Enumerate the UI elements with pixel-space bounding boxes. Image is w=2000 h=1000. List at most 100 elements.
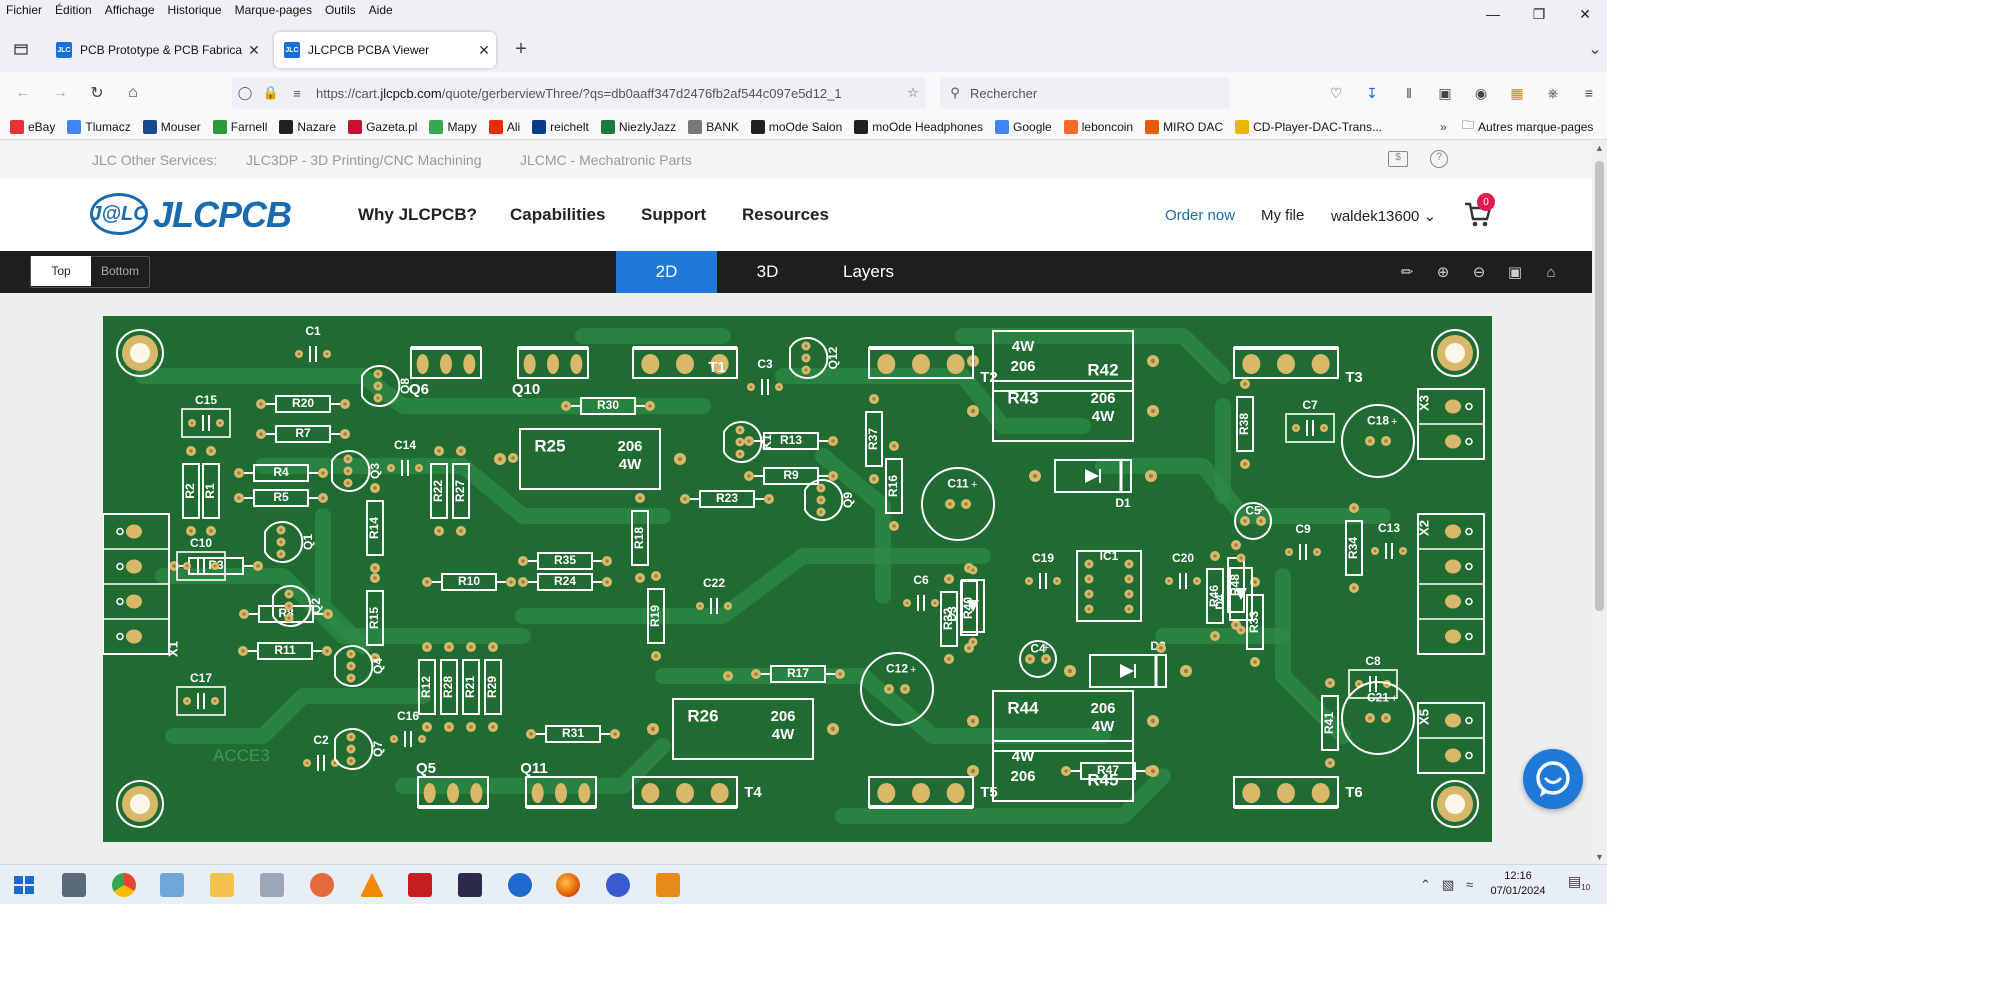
bookmark-item[interactable]: Farnell: [212, 119, 267, 134]
transistor-q2[interactable]: Q2: [272, 585, 323, 627]
bookmark-item[interactable]: MIRO DAC: [1145, 119, 1223, 134]
menu-outils[interactable]: Outils: [324, 3, 356, 17]
transistor-q7[interactable]: Q7: [334, 728, 385, 770]
menu-fichier[interactable]: Fichier: [6, 3, 43, 17]
transistor-q9[interactable]: Q9: [804, 479, 855, 521]
french-flag-icon[interactable]: [1468, 152, 1494, 168]
editor-icon[interactable]: [656, 873, 680, 897]
search-bar[interactable]: ⚲ Rechercher: [940, 77, 1230, 109]
scroll-down-icon[interactable]: ▼: [1595, 852, 1604, 862]
back-icon[interactable]: ←: [15, 84, 31, 101]
menu-historique[interactable]: Historique: [167, 3, 222, 17]
connector-x1[interactable]: X1: [103, 513, 180, 657]
permissions-icon[interactable]: ≡: [293, 85, 301, 101]
mode-layers-tab[interactable]: Layers: [842, 262, 895, 281]
transistor-q3[interactable]: Q3: [331, 450, 382, 492]
audio-icon[interactable]: [606, 873, 630, 897]
bookmark-item[interactable]: Mapy: [429, 119, 477, 134]
power-transistor-q11[interactable]: Q11: [520, 760, 597, 809]
network-icon[interactable]: [508, 873, 532, 897]
menu-edition[interactable]: Édition: [55, 3, 92, 17]
help-icon[interactable]: ?: [1430, 150, 1448, 168]
sidebar-icon[interactable]: ▣: [1438, 84, 1452, 101]
resistor-r22[interactable]: R22: [430, 446, 448, 536]
resistor-r28[interactable]: R28: [440, 642, 458, 732]
account-icon[interactable]: ◉: [1474, 84, 1488, 101]
diode-d3[interactable]: D3: [945, 565, 985, 647]
download-icon[interactable]: ↧: [1366, 84, 1378, 101]
capacitor-c13[interactable]: C13: [1365, 521, 1413, 565]
vlc-icon[interactable]: [360, 873, 384, 897]
capacitor-c9[interactable]: C9: [1279, 522, 1327, 566]
power-transistor-q5[interactable]: Q5: [416, 760, 489, 809]
url-text[interactable]: https://cart.jlcpcb.com/quote/gerberview…: [316, 85, 842, 101]
kicad-icon[interactable]: [458, 873, 482, 897]
resistor-r47[interactable]: R47: [1061, 762, 1155, 780]
transistor-q8[interactable]: Q8: [361, 365, 412, 407]
capacitor-c16[interactable]: C16: [384, 709, 432, 753]
menu-marque-pages[interactable]: Marque-pages: [234, 3, 312, 17]
side-bottom-button[interactable]: Bottom: [100, 264, 139, 278]
extensions-icon[interactable]: ⎈: [1547, 84, 1559, 101]
resistor-r12[interactable]: R12: [418, 642, 436, 732]
zoom-in-icon[interactable]: ⊕: [1436, 264, 1450, 281]
user-menu[interactable]: waldek13600 ⌄: [1331, 207, 1436, 225]
bookmark-item[interactable]: CD-Player-DAC-Trans...: [1235, 119, 1382, 134]
connector-x3[interactable]: X3: [1416, 388, 1485, 460]
chrome-icon[interactable]: [112, 873, 136, 897]
resistor-r14[interactable]: R14: [366, 483, 384, 573]
reload-icon[interactable]: ↻: [90, 85, 104, 102]
url-bar[interactable]: ◯ 🔒 ≡ https://cart.jlcpcb.com/quote/gerb…: [232, 77, 926, 109]
resistor-r24[interactable]: R24: [518, 573, 612, 591]
resistor-r7[interactable]: R7: [256, 425, 350, 443]
mode-2d-tab[interactable]: 2D: [616, 251, 717, 293]
transistor-q12[interactable]: Q12: [789, 337, 840, 379]
scroll-up-icon[interactable]: ▲: [1595, 143, 1604, 153]
zoom-out-icon[interactable]: ⊖: [1472, 264, 1486, 281]
calculator-icon[interactable]: [62, 873, 86, 897]
acrobat-icon[interactable]: [408, 873, 432, 897]
capacitor-c22[interactable]: C22: [690, 576, 738, 620]
side-top-button[interactable]: Top: [31, 256, 91, 286]
resistor-r29[interactable]: R29: [484, 642, 502, 732]
resistor-r41[interactable]: R41: [1321, 678, 1339, 768]
close-tab-icon[interactable]: ✕: [248, 41, 260, 58]
power-transistor-t5[interactable]: T5: [868, 776, 998, 809]
forward-icon[interactable]: →: [52, 84, 68, 101]
resistor-r16[interactable]: R16: [885, 441, 903, 531]
tab-pcba-viewer[interactable]: JLC JLCPCB PCBA Viewer ✕: [274, 32, 496, 68]
resistor-r18[interactable]: R18: [631, 493, 649, 583]
resistor-r21[interactable]: R21: [462, 642, 480, 732]
transistor-q1[interactable]: Q1: [264, 521, 315, 563]
close-tab-icon[interactable]: ✕: [478, 41, 490, 58]
pcb-board[interactable]: R20R7R4R5R3R8R11R30R13R9R23R10R35R24R17R…: [103, 316, 1492, 842]
resistor-r5[interactable]: R5: [234, 489, 328, 507]
hamburger-menu-icon[interactable]: ≡: [1584, 85, 1594, 101]
bookmark-item[interactable]: Ali: [488, 119, 520, 134]
chevron-down-icon[interactable]: ⌄: [1588, 41, 1602, 58]
capacitor-c17[interactable]: C17: [176, 671, 226, 716]
electrolytic-capacitor-c4[interactable]: +C4: [1019, 640, 1057, 678]
bookmark-item[interactable]: Nazare: [279, 119, 336, 134]
jlc-logo-icon[interactable]: J@LC: [90, 193, 148, 235]
nav-resources[interactable]: Resources: [742, 205, 829, 224]
home-view-icon[interactable]: ⌂: [1546, 263, 1556, 281]
bookmark-item[interactable]: Gazeta.pl: [348, 119, 417, 134]
home-icon[interactable]: ⌂: [128, 84, 138, 101]
resistor-r32[interactable]: R32: [940, 574, 958, 664]
electrolytic-capacitor-c11[interactable]: +C11: [921, 467, 995, 541]
resistor-r9[interactable]: R9: [744, 467, 838, 485]
bookmark-item[interactable]: eBay: [10, 119, 55, 134]
service-link-jlcmc[interactable]: JLCMC - Mechatronic Parts: [520, 152, 692, 168]
connector-x5[interactable]: X5: [1416, 702, 1485, 774]
lock-icon[interactable]: 🔒: [262, 85, 280, 100]
start-icon[interactable]: [12, 873, 36, 897]
resistor-r17[interactable]: R17: [751, 665, 845, 683]
chat-support-button[interactable]: [1523, 749, 1583, 809]
resistor-r11[interactable]: R11: [238, 642, 332, 660]
capacitor-c14[interactable]: C14: [381, 438, 429, 482]
connector-x2[interactable]: X2: [1416, 513, 1485, 655]
resistor-r37[interactable]: R37: [865, 394, 883, 484]
